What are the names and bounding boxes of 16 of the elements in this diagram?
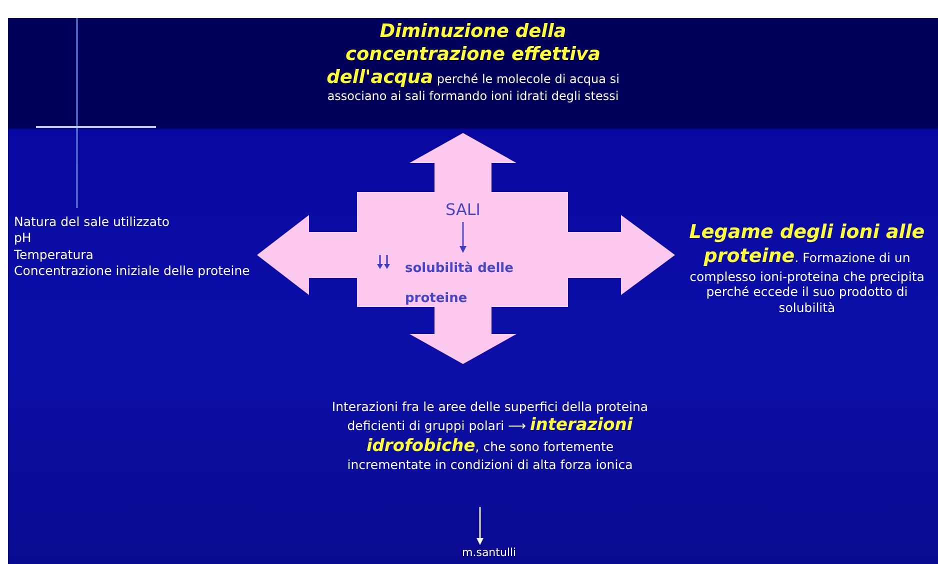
block-arrow [567,215,675,295]
node-text: Diminuzione della concentrazione effettiva dell'acqua perché le molecole di acqua si associano ai sali formando ioni idrati degli stessi [326,20,620,104]
factor-line: Concentrazione iniziale delle proteine [14,262,251,279]
node-text: Legame degli ioni alle proteine. Formazione di un complesso ioni-proteina che precipita perché eccede il suo prodotto di solubilità [688,221,926,316]
block-arrow [257,215,358,295]
arrow [476,507,484,545]
node-text: solubilità delle proteine [405,260,514,308]
arrow [460,222,466,253]
node-text: Interazioni fra le aree delle superfici della proteina deficienti di gruppi polari ⟶ interazioni idrofobiche, che sono fortemente incrementate in condizioni di alta forza ionica [330,399,650,473]
node-text: SALI [444,200,482,219]
factor-line: Natura del sale utilizzato [14,214,171,230]
factor-line: pH [14,230,32,246]
center-box [357,192,568,307]
author-signature: m.santulli [462,546,518,559]
factor-line: Temperatura [14,246,94,263]
block-arrow [410,306,516,364]
